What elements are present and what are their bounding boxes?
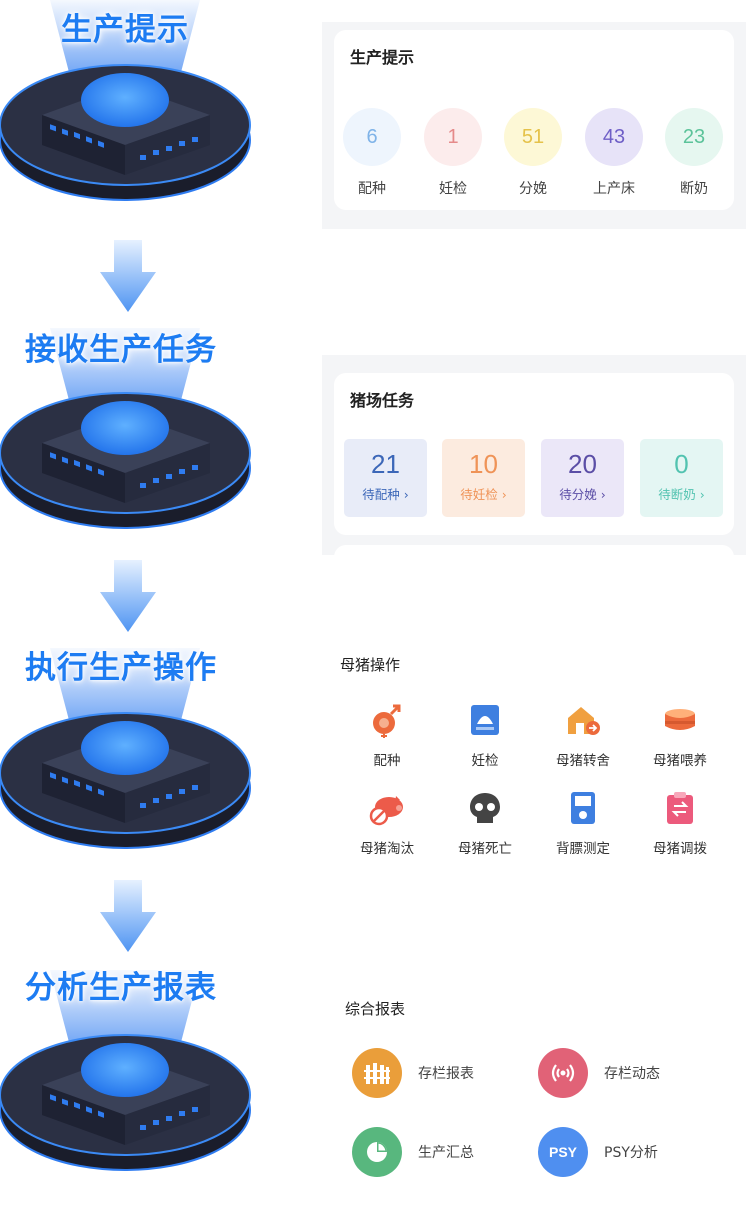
report-psy-analysis[interactable]: PSY PSY分析 (538, 1127, 698, 1177)
task-pending-farrowing[interactable]: 20 待分娩 › (541, 439, 624, 517)
op-label: 母猪淘汰 (360, 841, 414, 857)
report-inventory[interactable]: 存栏报表 (352, 1048, 512, 1098)
task-count: 20 (568, 449, 597, 479)
tip-label: 上产床 (593, 181, 635, 197)
section-title: 母猪操作 (340, 656, 401, 674)
tip-label: 分娩 (519, 181, 547, 197)
op-label: 母猪调拨 (653, 841, 707, 857)
tip-label: 断奶 (680, 181, 708, 197)
op-sow-death[interactable]: 母猪死亡 (440, 790, 530, 857)
ultrasound-icon (471, 705, 499, 735)
op-label: 母猪喂养 (653, 753, 707, 769)
tip-pregnancy-check[interactable]: 1 妊检 (424, 108, 482, 198)
step-title: 分析生产报表 (25, 970, 217, 1006)
op-sow-transfer[interactable]: 母猪转舍 (538, 702, 628, 769)
op-label: 配种 (373, 753, 401, 769)
skull-icon (470, 793, 500, 823)
cull-pig-icon (369, 796, 403, 826)
task-label: 待分娩 (559, 487, 597, 502)
op-sow-allocation[interactable]: 母猪调拨 (635, 790, 725, 857)
op-label: 母猪死亡 (458, 841, 512, 857)
down-arrow-icon (100, 560, 156, 632)
signal-icon (538, 1048, 588, 1098)
tip-breeding[interactable]: 6 配种 (343, 108, 401, 198)
report-label: PSY分析 (604, 1145, 658, 1161)
task-count: 10 (469, 449, 498, 479)
step-title: 生产提示 (61, 12, 189, 48)
op-label: 背膘测定 (556, 841, 610, 857)
backfat-meter-icon (571, 792, 595, 824)
report-label: 存栏报表 (418, 1066, 474, 1082)
psy-badge-icon: PSY (538, 1127, 588, 1177)
step-title: 执行生产操作 (25, 650, 217, 686)
tip-weaning[interactable]: 23 断奶 (665, 108, 723, 198)
step-title: 接收生产任务 (25, 332, 217, 368)
down-arrow-icon (100, 880, 156, 952)
allocation-icon (667, 792, 693, 824)
task-count: 21 (371, 449, 400, 479)
task-label: 待配种 (362, 487, 400, 502)
op-label: 母猪转舍 (556, 753, 610, 769)
tip-label: 妊检 (439, 181, 467, 197)
step-production-tips: 生产提示 (0, 0, 270, 250)
tip-to-farrowing-bed[interactable]: 43 上产床 (585, 108, 643, 198)
card-title: 猪场任务 (350, 391, 415, 410)
down-arrow-icon (100, 240, 156, 312)
chevron-right-icon: › (695, 487, 705, 502)
breeding-icon (373, 704, 401, 738)
tip-count-badge: 1 (424, 108, 482, 166)
tip-count-badge: 6 (343, 108, 401, 166)
task-label: 待妊检 (460, 487, 498, 502)
task-pending-pregnancy-check[interactable]: 10 待妊检 › (442, 439, 525, 517)
task-pending-breeding[interactable]: 21 待配种 › (344, 439, 427, 517)
report-inventory-dynamics[interactable]: 存栏动态 (538, 1048, 698, 1098)
op-label: 妊检 (471, 753, 499, 769)
step-execute-operations: 执行生产操作 (0, 640, 270, 890)
pie-chart-icon (352, 1127, 402, 1177)
task-label: 待断奶 (658, 487, 696, 502)
op-sow-feeding[interactable]: 母猪喂养 (635, 702, 725, 769)
tip-count-badge: 23 (665, 108, 723, 166)
op-pregnancy-check[interactable]: 妊检 (440, 702, 530, 769)
chevron-right-icon: › (399, 487, 409, 502)
task-count: 0 (674, 449, 689, 479)
report-production-summary[interactable]: 生产汇总 (352, 1127, 512, 1177)
card-title: 生产提示 (350, 48, 415, 67)
section-title: 综合报表 (345, 1000, 406, 1018)
transfer-barn-icon (568, 707, 600, 735)
step-analyze-reports: 分析生产报表 (0, 960, 270, 1210)
next-card-edge (334, 545, 734, 565)
op-sow-culling[interactable]: 母猪淘汰 (342, 790, 432, 857)
tip-count-badge: 51 (504, 108, 562, 166)
tip-count-badge: 43 (585, 108, 643, 166)
chevron-right-icon: › (497, 487, 507, 502)
op-backfat-measure[interactable]: 背膘测定 (538, 790, 628, 857)
report-label: 存栏动态 (604, 1066, 660, 1082)
chevron-right-icon: › (596, 487, 606, 502)
op-breeding[interactable]: 配种 (342, 702, 432, 769)
tip-label: 配种 (358, 181, 386, 197)
tip-farrowing[interactable]: 51 分娩 (504, 108, 562, 198)
task-pending-weaning[interactable]: 0 待断奶 › (640, 439, 723, 517)
feeding-bowl-icon (665, 709, 695, 730)
fence-icon (352, 1048, 402, 1098)
step-receive-tasks: 接收生产任务 (0, 320, 270, 570)
report-label: 生产汇总 (418, 1145, 474, 1161)
